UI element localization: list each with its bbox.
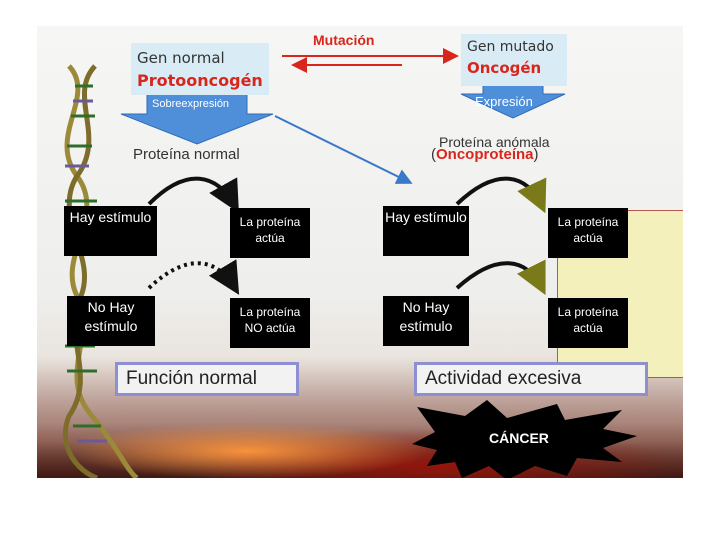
cell-no-stimulus-normal: No Hay estímulo xyxy=(67,296,155,346)
cancer-label: CÁNCER xyxy=(489,430,549,446)
diagonal-arrow xyxy=(274,115,413,184)
oncoprotein-label: Oncoproteína xyxy=(436,146,534,163)
mutated-gene-box: Gen mutado Oncogén xyxy=(461,34,567,86)
cell-protein-acts-onco-2: La proteína actúa xyxy=(548,298,628,348)
oncoprotein-paren: (Oncoproteína) xyxy=(431,146,539,163)
arrow-normal-inactive xyxy=(147,259,240,295)
cell-no-stimulus-onco: No Hay estímulo xyxy=(383,296,469,346)
mutated-gene-label: Gen mutado xyxy=(467,39,554,55)
expression-label: Expresión xyxy=(475,94,533,109)
diagram-panel: Gen normal Protooncogén Mutación Gen mut… xyxy=(37,26,683,478)
protooncogene-label: Protooncogén xyxy=(137,71,263,90)
abnormal-protein-label: Proteína anómala xyxy=(439,134,550,150)
cell-protein-acts-normal: La proteína actúa xyxy=(230,208,310,258)
cell-protein-acts-onco: La proteína actúa xyxy=(548,208,628,258)
arrow-onco-active xyxy=(455,176,547,214)
oncogene-label: Oncogén xyxy=(467,59,542,77)
cell-protein-not-acts-normal: La proteína NO actúa xyxy=(230,298,310,348)
normal-function-box: Función normal xyxy=(115,362,299,396)
normal-gene-label: Gen normal xyxy=(137,49,225,67)
cancer-starburst xyxy=(412,400,637,478)
excessive-activity-box: Actividad excesiva xyxy=(414,362,648,396)
arrow-onco-active-2 xyxy=(455,259,546,296)
overexpression-label: Sobreexpresión xyxy=(152,98,230,110)
normal-gene-box: Gen normal Protooncogén xyxy=(131,43,269,95)
cell-stimulus-onco: Hay estímulo xyxy=(383,206,469,256)
diagram-graphics xyxy=(62,48,637,478)
arrow-normal-active xyxy=(147,176,239,213)
cell-stimulus-normal: Hay estímulo xyxy=(64,206,157,256)
normal-protein-label: Proteína normal xyxy=(133,146,240,163)
dna-helix xyxy=(62,64,139,478)
mutation-label: Mutación xyxy=(313,32,375,48)
